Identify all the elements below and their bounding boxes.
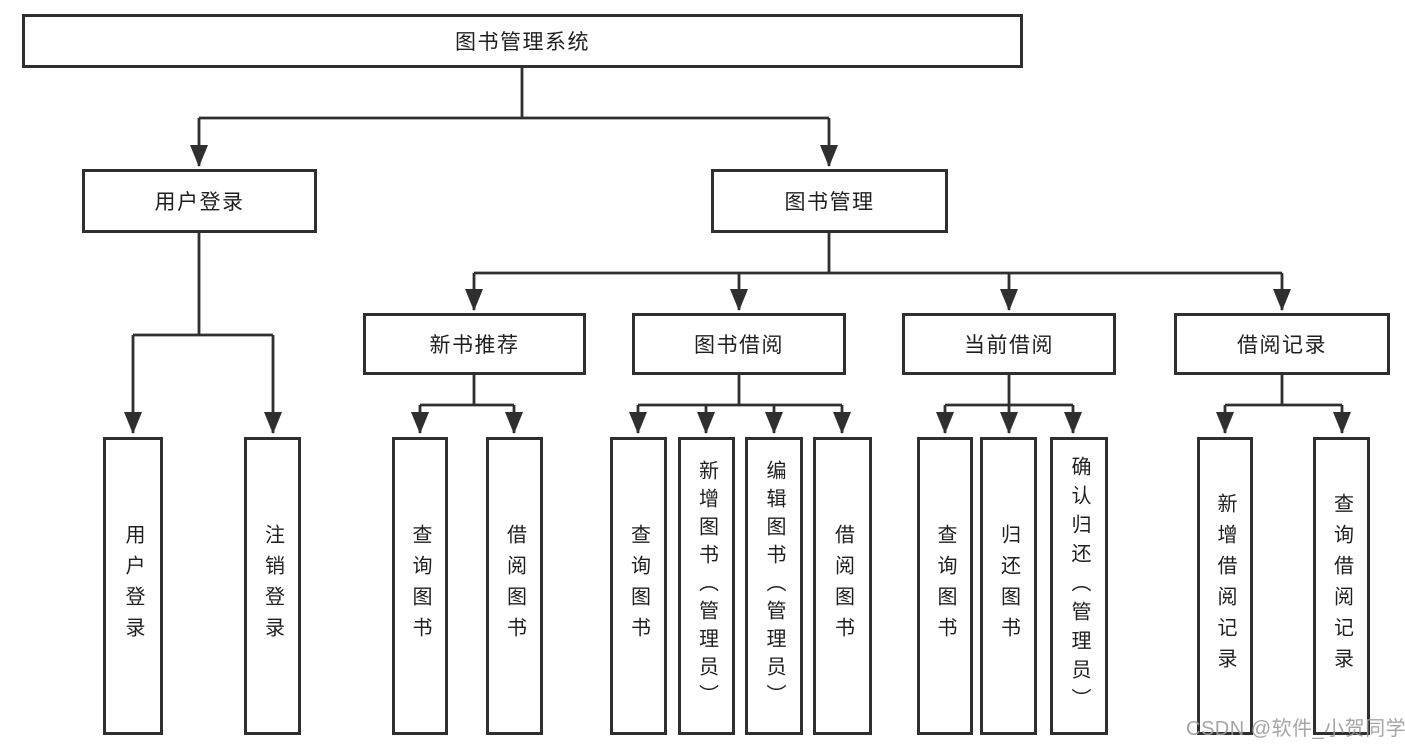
node-book-borrow: 图书借阅 xyxy=(632,313,846,375)
leaf-borrow-books-label: 借阅图书 xyxy=(831,524,854,648)
leaf-edit-books-admin: 编辑图书（管理员） xyxy=(745,437,803,735)
node-new-book-recommend-label: 新书推荐 xyxy=(429,334,520,357)
leaf-query-books-recommend: 查询图书 xyxy=(392,437,448,735)
csdn-watermark: CSDN @软件_小贺同学 xyxy=(1186,718,1405,740)
node-borrow-records-label: 借阅记录 xyxy=(1237,334,1327,357)
node-book-management-label: 图书管理 xyxy=(784,191,875,214)
node-library-management-system-label: 图书管理系统 xyxy=(455,31,590,54)
leaf-borrow-books-recommend: 借阅图书 xyxy=(486,437,543,735)
node-current-borrow-label: 当前借阅 xyxy=(964,334,1054,357)
leaf-user-login: 用户登录 xyxy=(103,437,163,735)
node-book-borrow-label: 图书借阅 xyxy=(694,334,784,357)
node-library-management-system: 图书管理系统 xyxy=(22,14,1023,68)
leaf-query-borrow-record: 查询借阅记录 xyxy=(1313,437,1370,735)
leaf-return-books: 归还图书 xyxy=(980,437,1037,735)
node-user-login: 用户登录 xyxy=(82,169,317,233)
leaf-borrow-books-recommend-label: 借阅图书 xyxy=(503,524,526,648)
leaf-confirm-return-admin-label: 确认归还（管理员） xyxy=(1068,455,1090,717)
leaf-user-login-label: 用户登录 xyxy=(122,524,144,648)
leaf-add-borrow-record-label: 新增借阅记录 xyxy=(1214,493,1236,679)
leaf-query-books-current-label: 查询图书 xyxy=(934,524,956,648)
leaf-query-books-current: 查询图书 xyxy=(917,437,973,735)
node-user-login-label: 用户登录 xyxy=(154,191,245,214)
leaf-add-borrow-record: 新增借阅记录 xyxy=(1197,437,1253,735)
node-borrow-records: 借阅记录 xyxy=(1174,313,1390,375)
node-current-borrow: 当前借阅 xyxy=(902,313,1116,375)
leaf-return-books-label: 归还图书 xyxy=(997,524,1020,648)
leaf-logout: 注销登录 xyxy=(244,437,301,735)
leaf-query-books-recommend-label: 查询图书 xyxy=(409,524,431,648)
leaf-query-books-borrow: 查询图书 xyxy=(610,437,667,735)
leaf-add-books-admin: 新增图书（管理员） xyxy=(678,437,735,735)
leaf-query-borrow-record-label: 查询借阅记录 xyxy=(1330,493,1353,679)
node-new-book-recommend: 新书推荐 xyxy=(363,313,586,375)
node-book-management: 图书管理 xyxy=(711,169,948,233)
leaf-query-books-borrow-label: 查询图书 xyxy=(627,524,650,648)
leaf-edit-books-admin-label: 编辑图书（管理员） xyxy=(763,460,785,712)
leaf-borrow-books: 借阅图书 xyxy=(813,437,872,735)
leaf-add-books-admin-label: 新增图书（管理员） xyxy=(695,460,718,712)
leaf-confirm-return-admin: 确认归还（管理员） xyxy=(1050,437,1108,735)
leaf-logout-label: 注销登录 xyxy=(261,524,284,648)
